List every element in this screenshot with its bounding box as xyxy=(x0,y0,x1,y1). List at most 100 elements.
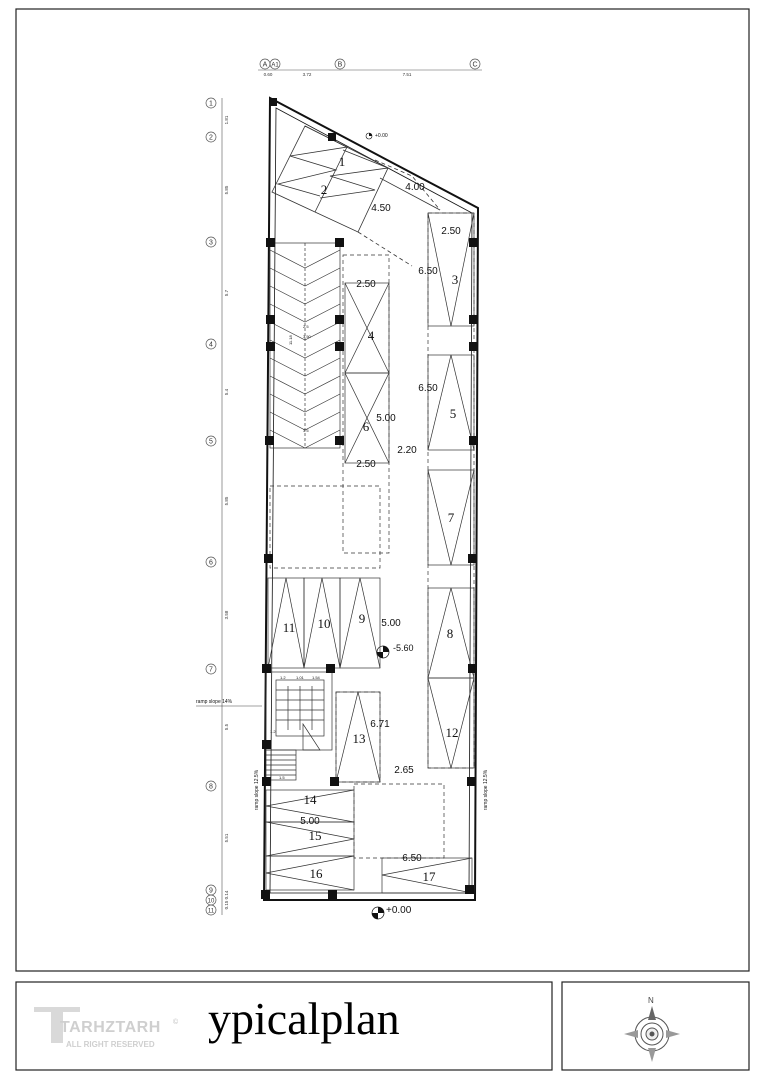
row-dim: 5.7 xyxy=(224,289,229,296)
grid-label-row: 9 xyxy=(209,888,213,895)
grid-bubble-row: 1 xyxy=(205,97,217,109)
logo: TARHZTARH © ALL RIGHT RESERVED xyxy=(34,1007,179,1049)
stair-note: ramp slope 14% xyxy=(196,699,233,705)
grid-bubble-col: A1 xyxy=(269,58,281,70)
left-ramp xyxy=(269,242,341,449)
level-text: +0.00 xyxy=(386,905,412,916)
parking-numbers: 1 2 3 4 5 6 7 8 9 10 11 12 13 14 15 16 1… xyxy=(283,154,459,884)
north-arrow-icon: N xyxy=(624,996,680,1062)
grid-bubble-row: 3 xyxy=(205,236,217,248)
row-dim: 5.85 xyxy=(224,185,229,194)
parking-number: 2 xyxy=(321,182,328,197)
dimension-text: 6.50 xyxy=(418,383,438,394)
sheet-border xyxy=(15,8,750,972)
parking-number: 1 xyxy=(339,154,346,169)
grid-label-row: 5 xyxy=(209,439,213,446)
grid-label-col-c: C xyxy=(472,62,477,69)
ramp-dim: 11.18 xyxy=(288,335,293,345)
col-dim: 0.60 xyxy=(264,72,273,77)
annotations: ramp slope 14% ramp slope 12.5% ramp slo… xyxy=(196,324,489,810)
staircase xyxy=(265,671,333,781)
parking-number: 14 xyxy=(304,792,318,807)
dimension-text: 2.50 xyxy=(356,279,376,290)
north-label: N xyxy=(648,996,654,1005)
parking-number: 4 xyxy=(368,328,375,343)
grid-label-col-b: B xyxy=(338,62,343,69)
row-grid: 1 2 3 4 5 6 7 8 9 10 11 1.81 5.85 5.7 5.… xyxy=(205,97,229,916)
dimension-text: 4.50 xyxy=(371,203,391,214)
logo-subtext: ALL RIGHT RESERVED xyxy=(66,1040,155,1049)
title-panel xyxy=(15,981,553,1071)
structural-columns xyxy=(261,98,478,899)
parking-number: 7 xyxy=(448,510,455,525)
grid-bubble-row: 2 xyxy=(205,131,217,143)
parking-number: 3 xyxy=(452,272,459,287)
parking-number: 12 xyxy=(446,725,459,740)
parking-number: 16 xyxy=(310,866,324,881)
col-dim: 7.51 xyxy=(403,72,412,77)
level-text: +0.00 xyxy=(375,133,388,139)
ramp-dim: 3.50 xyxy=(303,334,312,339)
dimension-text: 6.71 xyxy=(370,719,390,730)
grid-bubble-row: 6 xyxy=(205,556,217,568)
parking-stalls xyxy=(265,212,475,894)
dimension-labels: 4.00 4.50 2.50 6.50 2.50 6.50 5.00 2.20 … xyxy=(300,182,461,864)
row-dim: 1.81 xyxy=(224,115,229,124)
grid-bubble-col: A xyxy=(259,58,271,70)
grid-label-row: 2 xyxy=(209,135,213,142)
dimension-text: 2.20 xyxy=(397,445,417,456)
parking-number: 6 xyxy=(363,419,370,434)
parking-number: 17 xyxy=(423,869,437,884)
dimension-text: 2.50 xyxy=(441,226,461,237)
row-dim: 5.4 xyxy=(224,388,229,395)
ramp-top xyxy=(271,125,441,267)
grid-bubble-row: 4 xyxy=(205,338,217,350)
parking-number: 15 xyxy=(309,828,322,843)
copyright-symbol: © xyxy=(173,1018,179,1026)
row-dim: 0.15 xyxy=(224,900,229,909)
grid-label-row: 4 xyxy=(209,342,213,349)
level-marker-bottom: +0.00 xyxy=(371,905,412,920)
ramp-dim: 2.5 xyxy=(303,324,309,329)
grid-bubble-row: 5 xyxy=(205,435,217,447)
grid-label-row: 3 xyxy=(209,240,213,247)
col-dim: 3.72 xyxy=(303,72,312,77)
level-marker-ramp: -5.60 xyxy=(376,643,414,659)
stair-dim: 1.2 xyxy=(280,675,286,680)
grid-bubble-row: 10 xyxy=(205,894,217,906)
dimension-text: 5.00 xyxy=(376,413,396,424)
title-block: TARHZTARH © ALL RIGHT RESERVED ypicalpla… xyxy=(15,981,750,1071)
grid-label-row: 7 xyxy=(209,667,213,674)
column-grid: A A1 B C 0.60 3.72 7.51 xyxy=(258,58,482,77)
parking-number: 8 xyxy=(447,626,454,641)
level-marker-top: +0.00 xyxy=(365,132,388,140)
plan-title: ypicalplan xyxy=(208,993,400,1044)
row-dim: 0.14 xyxy=(224,890,229,899)
dimension-text: 2.50 xyxy=(356,459,376,470)
dimension-text: 6.50 xyxy=(402,853,422,864)
dimension-text: 5.00 xyxy=(300,816,320,827)
level-markers: +0.00 -5.60 +0.00 xyxy=(365,132,414,920)
ramp-dim: 3.5 xyxy=(303,428,309,433)
row-dim: 5.85 xyxy=(224,496,229,505)
grid-label-col-a: A xyxy=(263,62,268,69)
grid-bubble-row: 8 xyxy=(205,780,217,792)
parking-number: 5 xyxy=(450,406,457,421)
dimension-text: 5.00 xyxy=(381,618,401,629)
grid-label-col-a1: A1 xyxy=(271,63,279,69)
grid-label-row: 8 xyxy=(209,784,213,791)
stair-dim: 1.5 xyxy=(279,775,285,780)
grid-bubble-row: 7 xyxy=(205,663,217,675)
grid-bubble-col: C xyxy=(469,58,481,70)
dimension-text: 2.65 xyxy=(394,765,414,776)
grid-label-row: 10 xyxy=(208,899,215,905)
compass-panel xyxy=(561,981,750,1071)
row-dim: 5.51 xyxy=(224,833,229,842)
grid-label-row: 6 xyxy=(209,560,213,567)
stair-dim: 1.01 xyxy=(296,675,305,680)
parking-number: 11 xyxy=(283,620,296,635)
logo-text: TARHZTARH xyxy=(60,1019,161,1036)
side-note-right: ramp slope 12.5% xyxy=(483,769,489,810)
stair-dim: 1.54 xyxy=(312,675,321,680)
